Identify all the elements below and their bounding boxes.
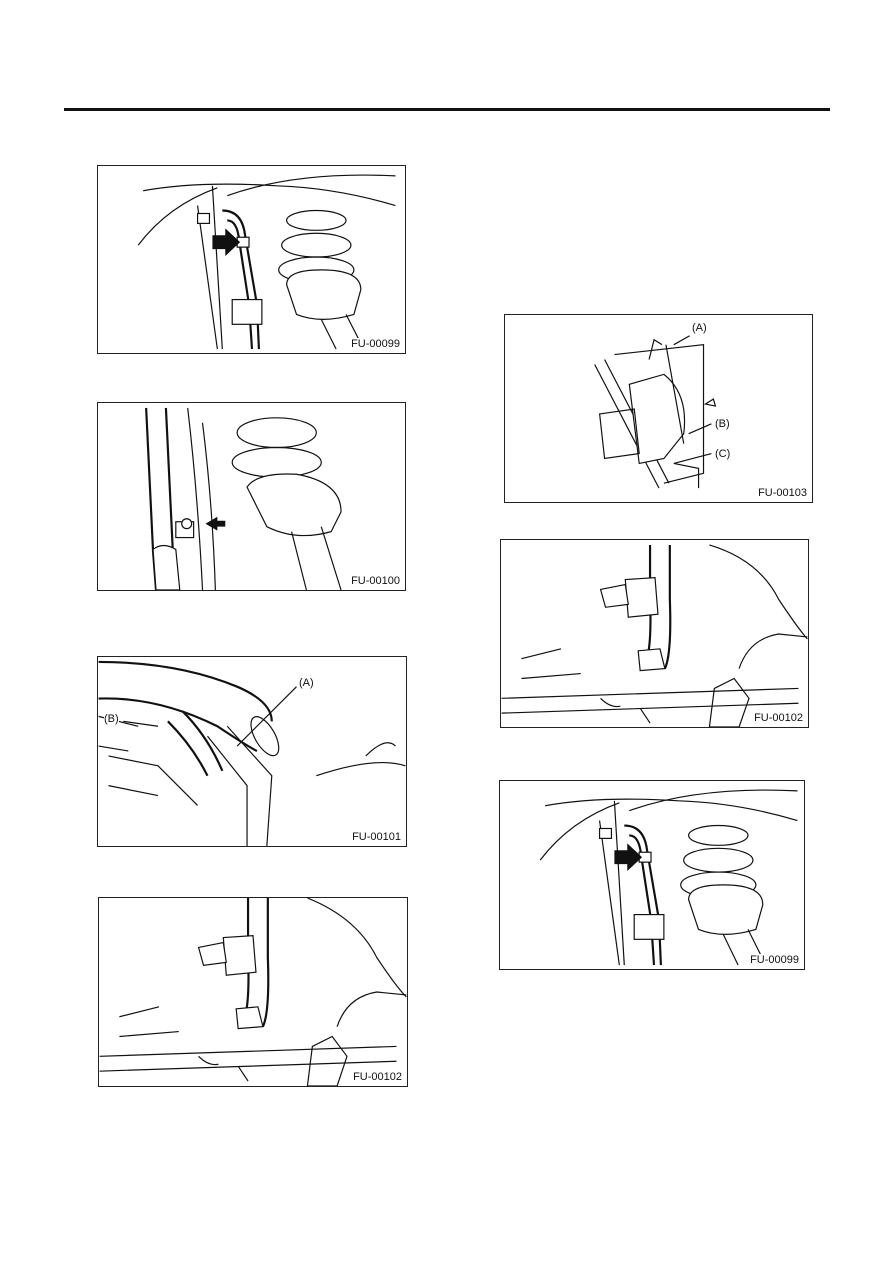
figure-fu-00099-right: FU-00099: [499, 780, 805, 970]
callout-a: (A): [299, 677, 314, 689]
callout-c: (C): [715, 448, 731, 460]
callout-a: (A): [692, 322, 707, 334]
hose-bracket-illustration: [145, 407, 342, 590]
figure-code: FU-00103: [757, 487, 808, 499]
strut-hose-clamp-illustration: [539, 789, 798, 966]
callout-b: (B): [715, 418, 730, 430]
figure-fu-00100: FU-00100: [97, 402, 406, 591]
figure-fu-00103: (A) (B) (C) FU-00103: [504, 314, 813, 503]
callout-b: (B): [104, 713, 119, 725]
hose-bracket-underbody-illustration: [501, 544, 808, 727]
component-parts-illustration: [594, 335, 717, 489]
hose-bracket-underbody-illustration: [99, 898, 407, 1086]
figure-fu-00099-left: FU-00099: [97, 165, 406, 354]
figure-code: FU-00099: [749, 954, 800, 966]
strut-hose-clamp-illustration: [137, 174, 396, 350]
figure-code: FU-00102: [352, 1071, 403, 1083]
figure-code: FU-00102: [753, 712, 804, 724]
header-rule: [64, 108, 830, 111]
figure-code: FU-00100: [350, 575, 401, 587]
figure-code: FU-00099: [350, 338, 401, 350]
figure-fu-00102-right: FU-00102: [500, 539, 809, 728]
fuel-hoses-illustration: [98, 660, 406, 846]
figure-fu-00102-left: FU-00102: [98, 897, 408, 1087]
figure-code: FU-00101: [351, 831, 402, 843]
figure-fu-00101: (A) (B) FU-00101: [97, 656, 407, 847]
